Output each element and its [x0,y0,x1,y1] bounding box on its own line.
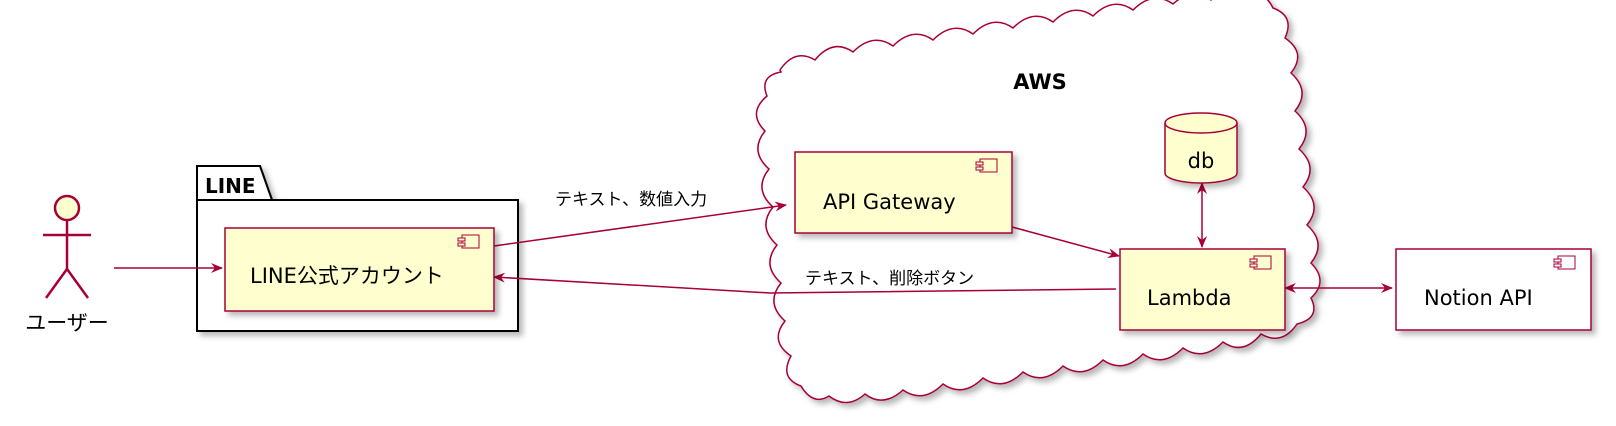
component-icon [457,234,480,249]
edge-line-to-gateway [493,201,787,247]
user-actor: ユーザー [25,194,109,335]
component-notion-api-label: Notion API [1424,286,1533,310]
database-db: db [1164,112,1238,184]
edge-gateway-to-lambda [1011,226,1120,258]
component-icon [1553,255,1576,270]
user-actor-label: ユーザー [25,311,109,335]
component-line-account: LINE公式アカウント [224,227,495,312]
line-package-label: LINE [205,174,256,198]
component-lambda: Lambda [1119,248,1286,331]
component-api-gateway: API Gateway [794,151,1013,234]
edge-label-to-gateway: テキスト、数値入力 [555,190,707,210]
edge-label-to-line: テキスト、削除ボタン [805,269,974,289]
component-icon [1249,255,1272,270]
component-lambda-label: Lambda [1147,286,1232,310]
edge-lambda-to-line [493,272,1117,294]
edges: テキスト、数値入力 テキスト、削除ボタン [114,182,1393,294]
component-icon [975,158,998,173]
aws-cloud-label: AWS [1013,70,1067,94]
component-api-gateway-label: API Gateway [823,190,956,214]
component-line-account-label: LINE公式アカウント [250,264,444,288]
database-db-label: db [1188,149,1215,173]
component-notion-api: Notion API [1395,248,1592,331]
